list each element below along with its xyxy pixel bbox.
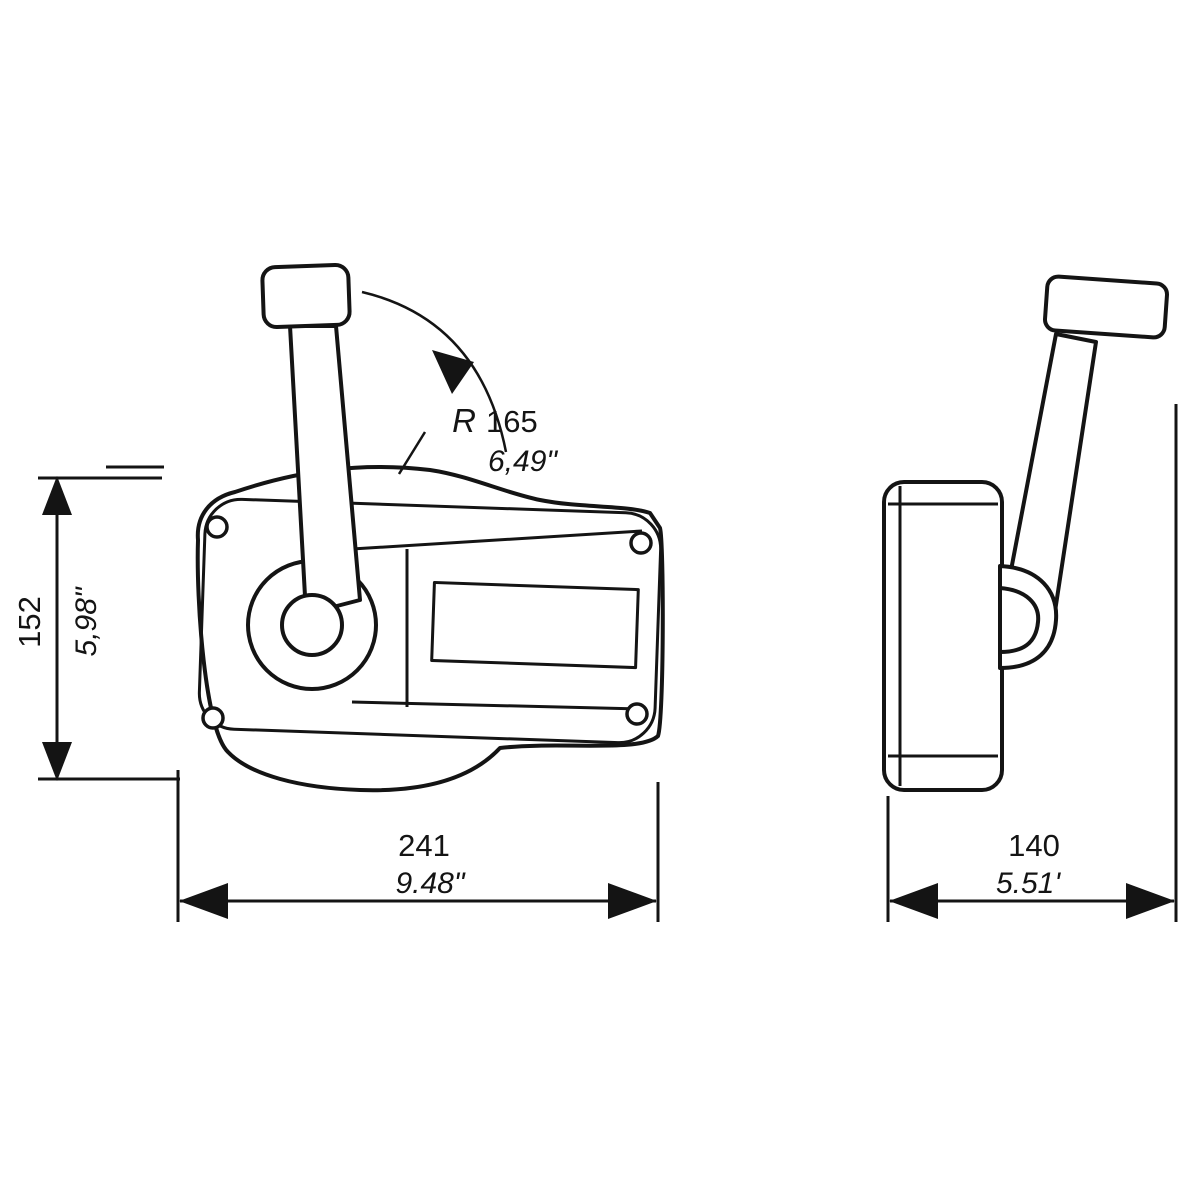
side-view xyxy=(882,274,1169,792)
swing-arc-arrowhead xyxy=(432,350,474,394)
depth-mm-label: 140 xyxy=(1008,828,1060,863)
swing-arc xyxy=(361,290,508,453)
depth-dimension: 140 5.51' xyxy=(886,404,1178,922)
radius-prefix-label: R xyxy=(452,402,476,439)
screw-hole-bottom-left xyxy=(201,706,225,730)
front-ridge-top-line xyxy=(351,529,643,551)
depth-inch-label: 5.51' xyxy=(996,867,1061,900)
height-dimension: 152 5,98" xyxy=(12,476,180,781)
width-arrow-left xyxy=(179,883,228,919)
radius-leader-line xyxy=(397,431,427,475)
front-lever-knob xyxy=(260,262,352,330)
front-view xyxy=(106,262,665,793)
height-arrow-bottom xyxy=(42,742,72,781)
screw-hole-top-left xyxy=(205,515,229,539)
front-ridge-bottom-line xyxy=(351,700,641,711)
height-mm-label: 152 xyxy=(12,596,47,648)
radius-callout: R 165 6,49" xyxy=(361,290,558,478)
height-arrow-top xyxy=(42,476,72,515)
radius-inch-label: 6,49" xyxy=(488,445,558,478)
depth-arrow-left xyxy=(889,883,938,919)
side-lever-knob xyxy=(1043,274,1169,340)
side-pivot-boss-inner xyxy=(998,586,1041,654)
front-recess-rectangle xyxy=(430,580,640,670)
width-dimension: 241 9.48" xyxy=(176,770,660,922)
height-inch-label: 5,98" xyxy=(70,586,103,656)
side-body-outline xyxy=(882,480,1004,792)
front-mounting-plate xyxy=(197,497,663,745)
radius-mm-label: 165 xyxy=(486,404,538,439)
width-mm-label: 241 xyxy=(398,828,450,863)
screw-hole-bottom-right xyxy=(625,702,649,726)
depth-arrow-right xyxy=(1126,883,1175,919)
pivot-inner-circle xyxy=(280,593,344,657)
width-inch-label: 9.48" xyxy=(395,867,465,900)
screw-hole-top-right xyxy=(629,531,653,555)
width-arrow-right xyxy=(608,883,657,919)
